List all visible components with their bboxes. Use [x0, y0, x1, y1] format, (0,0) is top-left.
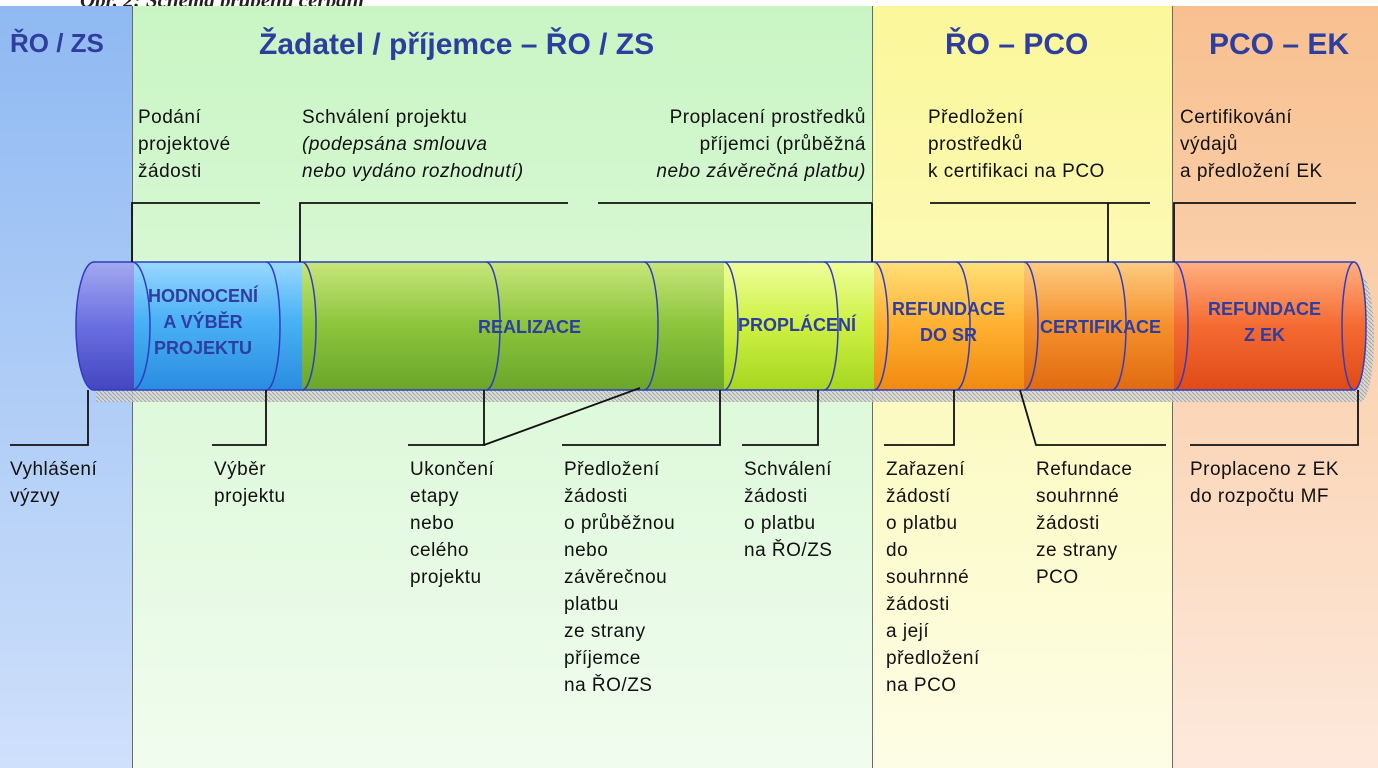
top-label-predlozeni: Předložení prostředků k certifikaci na P… — [928, 107, 1105, 182]
zone-title: ŘO / ZS — [10, 28, 104, 58]
pipe-segment-refundace-ek — [1174, 262, 1354, 390]
bottom-label-schvaleni-zadosti: Schválení žádosti o platbu na ŘO/ZS — [744, 459, 833, 561]
zone-title: Žadatel / příjemce – ŘO / ZS — [259, 28, 655, 61]
top-label-certifikovani: Certifikování výdajů a předložení EK — [1180, 107, 1323, 182]
bottom-label-proplaceno-ek: Proplaceno z EK do rozpočtu MF — [1190, 459, 1340, 507]
bottom-label-vyhlaseni: Vyhlášení výzvy — [10, 459, 98, 507]
top-label-schvaleni: Schválení projektu (podepsána smlouva ne… — [302, 107, 524, 182]
bottom-label-predlozeni-zadosti: Předložení žádosti o průběžnou nebo závě… — [564, 459, 676, 696]
bottom-label-ukonceni: Ukončení etapy nebo celého projektu — [410, 459, 495, 588]
pipe-end-cap — [1341, 261, 1367, 391]
segment-label-certifikace: CERTIFIKACE — [1040, 317, 1161, 337]
pipe-segment-certifikace — [1024, 262, 1176, 390]
bottom-label-vyber: Výběr projektu — [214, 459, 286, 507]
segment-label-hodnoceni: HODNOCENÍ A VÝBĚR PROJEKTU — [148, 286, 259, 358]
segment-label-refundace-ek: REFUNDACE Z EK — [1208, 299, 1322, 345]
pipe-segment-realizace — [302, 262, 726, 390]
bottom-label-refundace-souhrnne: Refundace souhrnné žádosti ze strany PCO — [1036, 459, 1133, 588]
segment-label-realizace: REALIZACE — [478, 317, 581, 337]
zone-title: ŘO – PCO — [945, 28, 1089, 61]
bottom-label-zarazeni: Zařazení žádostí o platbu do souhrnné žá… — [886, 459, 980, 696]
zone-title: PCO – EK — [1209, 28, 1350, 61]
top-label-proplaceni: Proplacení prostředků příjemci (průběžná… — [656, 107, 866, 182]
segment-label-proplaceni: PROPLÁCENÍ — [738, 315, 857, 335]
top-label-podani: Podání projektové žádosti — [138, 107, 231, 182]
pipe-segment-refundace-sr — [874, 262, 1026, 390]
pipe-segment-proplaceni — [724, 262, 876, 390]
segment-label-refundace-sr: REFUNDACE DO SR — [892, 299, 1006, 345]
connector-lines — [10, 202, 1359, 446]
